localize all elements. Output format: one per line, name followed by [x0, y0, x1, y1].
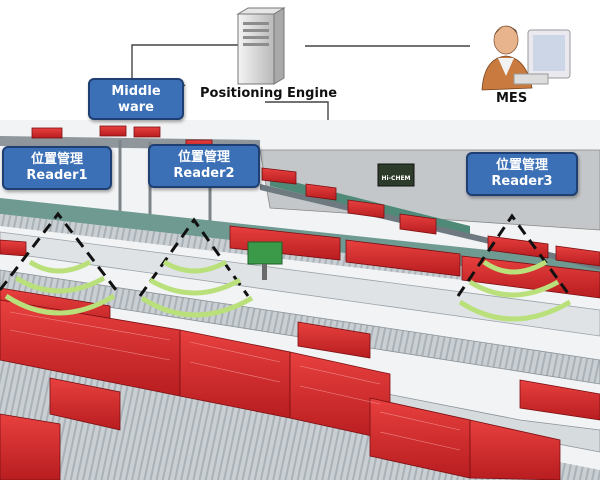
reader1-line2: Reader1	[26, 168, 88, 183]
reader1-line1: 位置管理	[30, 152, 83, 167]
engine-label: Positioning Engine	[200, 86, 338, 101]
signal-zone-2	[138, 217, 254, 318]
red-crates	[0, 125, 600, 480]
server-icon	[236, 7, 286, 85]
middleware-line1: Middle	[111, 84, 161, 99]
person-icon	[481, 25, 571, 91]
reader-device	[247, 241, 283, 265]
middleware-to-engine-line	[131, 44, 238, 86]
mes-label: MES	[496, 91, 528, 106]
crate-slots	[9, 311, 461, 451]
reader2-box: 位置管理 Reader2	[148, 144, 260, 188]
machine-sign	[377, 163, 415, 187]
machine-sign-text: Hi-CHEM	[381, 175, 410, 182]
signal-zone-3	[456, 213, 572, 322]
reader3-line1: 位置管理	[495, 158, 548, 173]
reader2-line1: 位置管理	[177, 150, 230, 165]
middleware-line2: ware	[117, 100, 154, 115]
middleware-box: Middle ware	[88, 78, 184, 120]
reader3-line2: Reader3	[491, 174, 553, 189]
reader3-box: 位置管理 Reader3	[466, 152, 578, 196]
reader1-box: 位置管理 Reader1	[2, 146, 112, 190]
signal-zone-1	[0, 211, 118, 316]
reader2-line2: Reader2	[173, 166, 235, 181]
